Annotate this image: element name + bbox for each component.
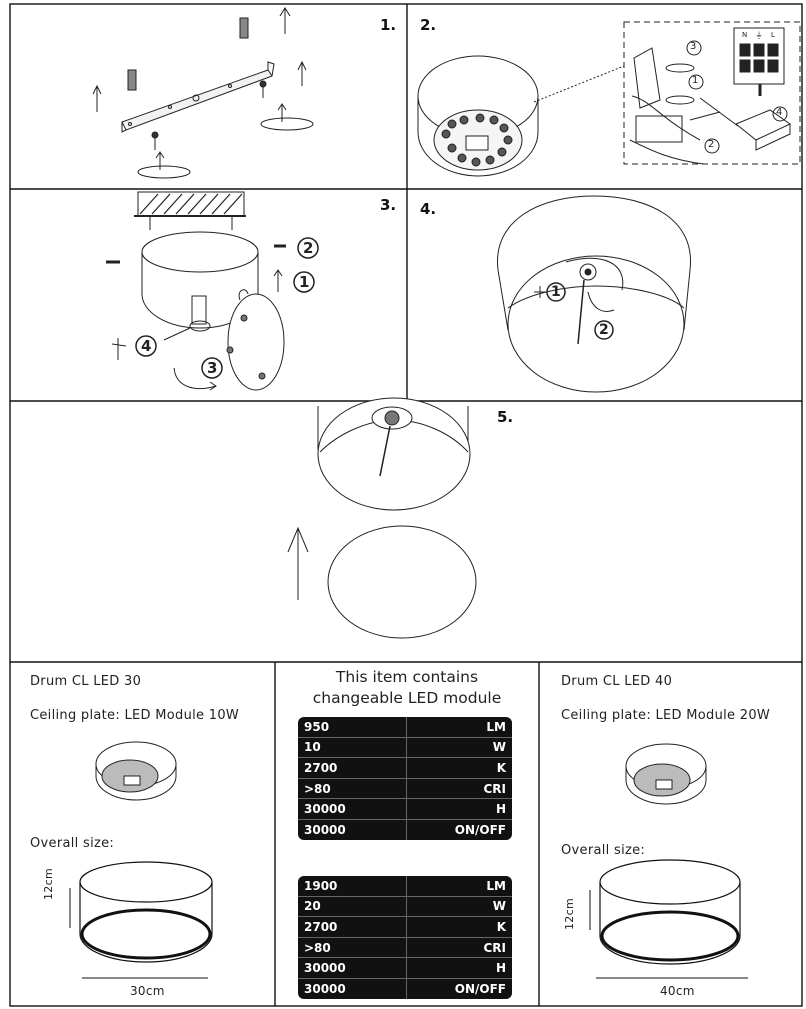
left-overall-size-label: Overall size: xyxy=(30,836,115,851)
terminal-label-earth: ⏚ xyxy=(755,31,764,40)
right-product-plate-text: Ceiling plate: LED Module 20W xyxy=(561,708,771,723)
spec-value: 30000 xyxy=(298,957,407,979)
left-product-plate-text: Ceiling plate: LED Module 10W xyxy=(30,708,240,723)
right-width-label: 40cm xyxy=(660,984,695,998)
spec-unit: K xyxy=(406,916,512,938)
spec-unit: CRI xyxy=(406,937,512,959)
step3-callout-3: 3 xyxy=(207,359,218,377)
right-overall-size-label: Overall size: xyxy=(561,843,646,858)
spec-value: 10 xyxy=(298,737,407,759)
step-number-3: 3. xyxy=(380,196,397,214)
step2-callout-2: 2 xyxy=(708,139,715,150)
step4-callout-1: 1 xyxy=(551,284,562,300)
spec-value: >80 xyxy=(298,937,407,959)
terminal-label-l: L xyxy=(771,31,776,39)
spec-value: 1900 xyxy=(298,876,407,897)
spec-value: 30000 xyxy=(298,819,407,840)
spec-value: 2700 xyxy=(298,916,407,938)
spec-unit: LM xyxy=(406,876,512,897)
spec-value: >80 xyxy=(298,778,407,800)
terminal-label-n: N xyxy=(742,31,748,39)
spec-unit: W xyxy=(406,737,512,759)
spec-unit: K xyxy=(406,757,512,779)
spec-row: 30000 ON/OFF xyxy=(298,978,512,999)
right-product-name: Drum CL LED 40 xyxy=(561,674,673,689)
spec-unit: ON/OFF xyxy=(454,822,506,837)
step-number-2: 2. xyxy=(420,16,437,34)
step-number-5: 5. xyxy=(497,408,514,426)
spec-unit: CRI xyxy=(406,778,512,800)
changeable-module-line1: This item contains xyxy=(335,668,479,686)
spec-value: 30000 xyxy=(298,798,407,820)
step4-callout-2: 2 xyxy=(599,322,610,338)
spec-value: 20 xyxy=(298,896,407,918)
spec-value: 2700 xyxy=(298,757,407,779)
spec-unit: H xyxy=(406,798,512,820)
spec-value: 30000 xyxy=(298,978,407,999)
step2-callout-4: 4 xyxy=(776,107,783,118)
changeable-module-line2: changeable LED module xyxy=(312,689,502,707)
spec-unit: W xyxy=(406,896,512,918)
spec-value: 950 xyxy=(298,717,407,738)
spec-unit: ON/OFF xyxy=(454,981,506,996)
step3-callout-1: 1 xyxy=(299,273,310,291)
step3-callout-2: 2 xyxy=(303,239,314,257)
step-number-1: 1. xyxy=(380,16,397,34)
left-product-name: Drum CL LED 30 xyxy=(30,674,142,689)
step2-callout-3: 3 xyxy=(690,41,697,52)
spec-row: 30000 ON/OFF xyxy=(298,819,512,840)
step3-callout-4: 4 xyxy=(141,337,152,355)
left-width-label: 30cm xyxy=(130,984,165,998)
spec-unit: LM xyxy=(406,717,512,738)
step-number-4: 4. xyxy=(420,200,437,218)
spec-unit: H xyxy=(406,957,512,979)
step2-callout-1: 1 xyxy=(692,75,699,86)
right-height-label: 12cm xyxy=(563,898,576,930)
